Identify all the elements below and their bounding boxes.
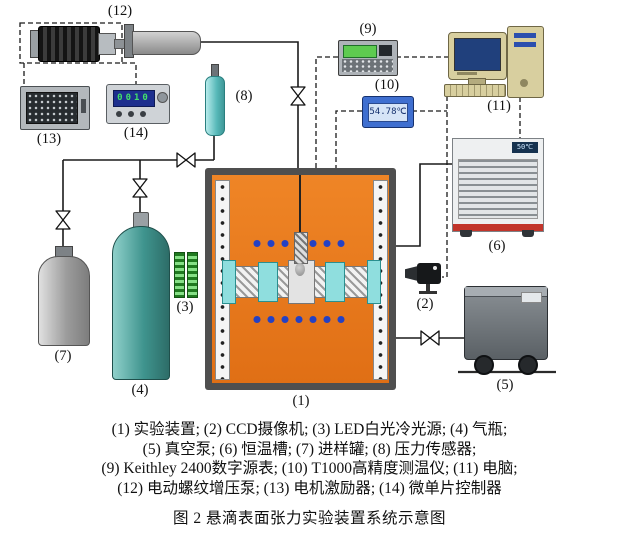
label-5: (5) [496,377,514,393]
thermostat-bath: 50℃ [452,138,544,232]
cell-left-port [222,260,236,304]
cable-thermometer-to-chamber [335,110,362,168]
label-1: (1) [292,393,310,409]
caption-line-4: (12) 电动螺纹增压泵; (13) 电机激励器; (14) 微单片控制器 [117,479,502,497]
bath-foot-right [522,230,534,237]
ccd-camera [417,263,441,284]
thermometer-display: 54.78℃ [368,103,408,122]
mcu-controller: 0010 [106,84,170,124]
mcu-display: 0010 [113,90,155,107]
label-14: (14) [123,125,149,141]
label-2: (2) [416,296,434,312]
bath-display: 50℃ [512,142,538,153]
cell-right-window [325,262,345,302]
pump-wheel-left [474,355,494,375]
led-light-bar-1 [174,252,185,298]
camera-lens [405,266,418,281]
valve-icon-gas-cylinder [132,178,148,198]
valve-icon-vacuum-line [420,330,440,346]
camera-base [419,291,437,294]
label-13: (13) [36,131,62,147]
vacuum-pump [464,286,548,360]
needle-holder [294,232,308,264]
exciter-button [81,99,86,113]
figure-caption: (1) 实验装置; (2) CCD摄像机; (3) LED白光冷光源; (4) … [0,420,619,498]
cable-sourcemeter-to-chamber [315,56,338,168]
bolt-row-bottom [250,314,350,325]
cable-mcu-to-pump [122,62,137,84]
label-6: (6) [488,238,506,254]
caption-line-3: (9) Keithley 2400数字源表; (10) T1000高精度测温仪;… [101,460,518,477]
vacuum-pump-top-band [465,287,547,297]
sourcemeter-screen [343,45,377,58]
label-10: (10) [374,77,400,93]
figure-title: 图 2 悬滴表面张力实验装置系统示意图 [172,510,446,527]
gas-cylinder [112,226,170,380]
motor-exciter [20,86,90,130]
tower-power-button [520,79,528,87]
test-chamber [205,168,396,390]
mcu-button-2 [128,111,134,117]
label-8: (8) [235,88,253,104]
cable-computer-to-camera [442,96,448,278]
pipe-bath-to-chamber [396,163,452,247]
pump-cylinder [132,31,201,55]
label-4: (4) [131,382,149,398]
pipe-pump-to-chamber [199,41,299,168]
tower-drive-slot-1 [514,33,536,38]
mcu-button-3 [140,111,146,117]
tower-drive-slot-2 [514,42,536,47]
cell-left-window [258,262,278,302]
valve-icon-chamber-feed [290,86,306,106]
exciter-screen [26,92,78,124]
camera-indicator [433,266,437,270]
cable-pump-enclosure [19,22,123,64]
pump-motor-body [38,26,100,62]
led-light-bar-2 [187,252,198,298]
label-12: (12) [107,3,133,19]
computer-tower [507,26,544,98]
valve-icon-sample-tank [55,210,71,230]
sourcemeter-panel [379,45,392,56]
pendant-drop [295,263,305,276]
bath-foot-left [460,230,472,237]
mcu-button-1 [116,111,122,117]
valve-icon-manifold [176,152,196,168]
monitor-screen [454,38,501,71]
capillary-needle [299,175,301,263]
sourcemeter [338,40,398,76]
sourcemeter-buttons [342,59,393,72]
label-11: (11) [487,98,511,114]
bath-grille [458,159,538,219]
pressure-sensor [205,76,225,136]
keyboard [444,84,506,97]
bath-base [453,224,543,231]
vacuum-pump-label-plate [521,292,542,303]
caption-line-2: (5) 真空泵; (6) 恒温槽; (7) 进样罐; (8) 压力传感器; [142,440,477,458]
label-9: (9) [359,21,377,37]
label-7: (7) [54,348,72,364]
monitor-vent [457,72,477,75]
thermometer: 54.78℃ [362,96,414,128]
cell-right-port [367,260,381,304]
camera-stand [426,284,430,292]
monitor [448,32,507,80]
sample-tank [38,256,90,346]
mcu-knob [157,92,168,103]
caption-line-1: (1) 实验装置; (2) CCD摄像机; (3) LED白光冷光源; (4) … [111,421,508,438]
label-3: (3) [176,299,194,315]
pump-wheel-right [518,355,538,375]
